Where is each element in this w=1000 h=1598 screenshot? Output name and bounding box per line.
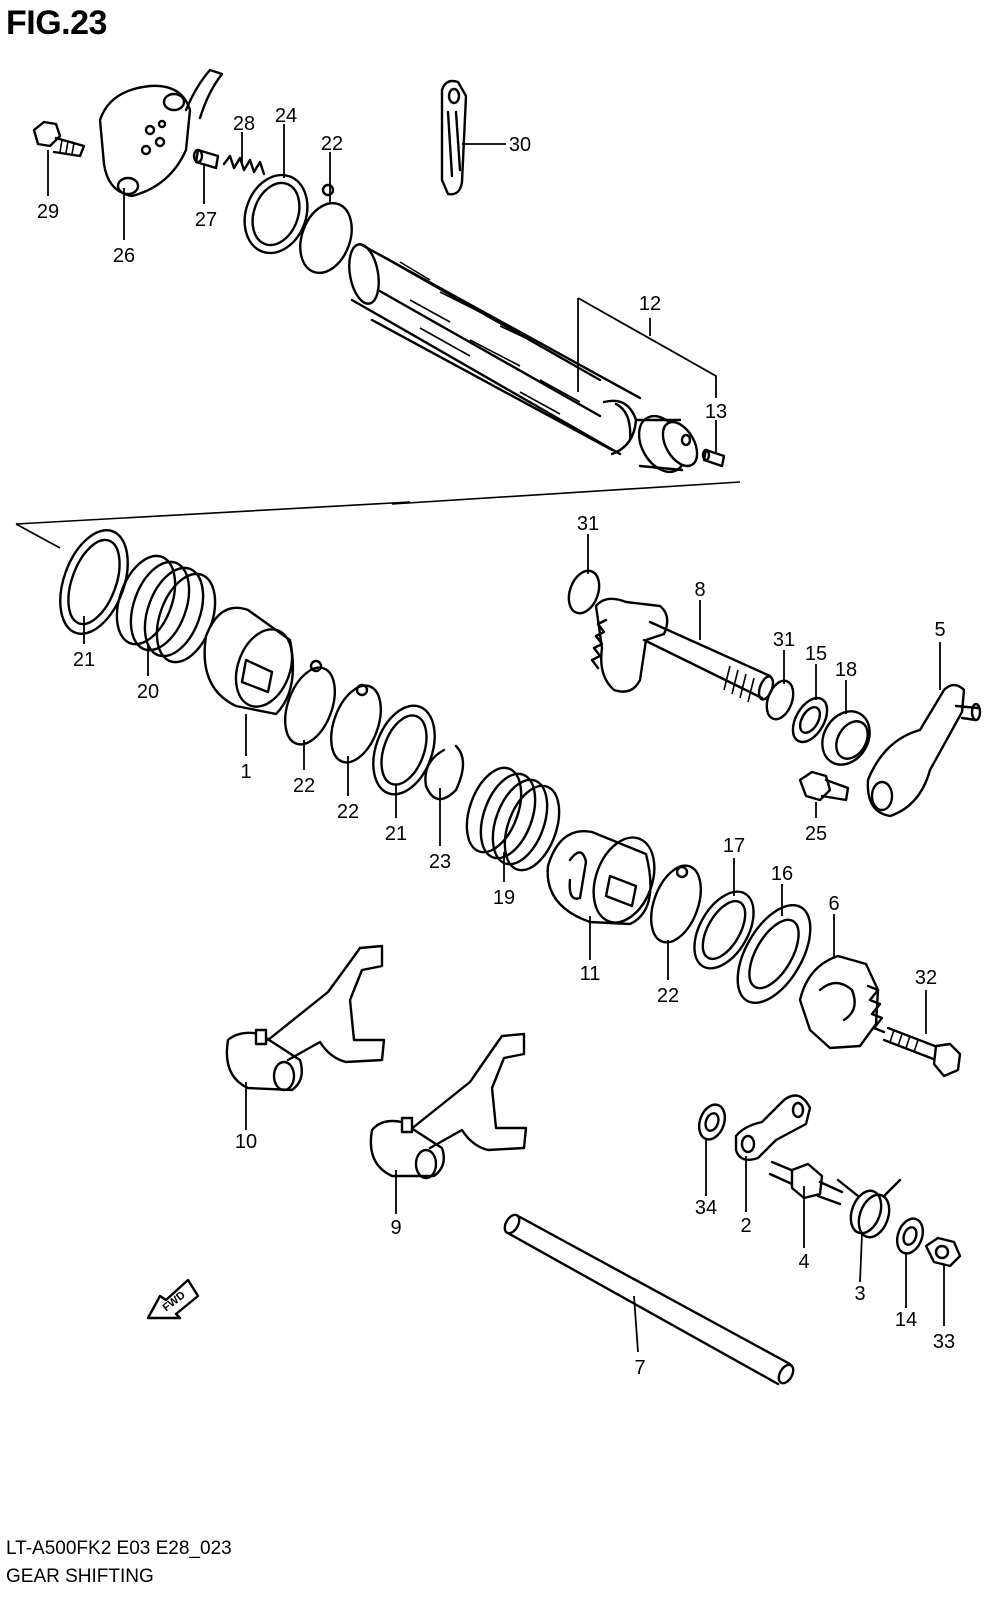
- callout-21-right: 21: [385, 823, 407, 845]
- stopper-bolt-4-drawing: [768, 1160, 844, 1206]
- explode-divider-lines: [15, 481, 741, 549]
- bolt-25-drawing: [798, 770, 850, 802]
- callout-13: 13: [705, 401, 727, 423]
- oil-seal-18-drawing: [821, 710, 871, 766]
- callout-16: 16: [771, 863, 793, 885]
- callout-20: 20: [137, 681, 159, 703]
- circlip-22-a-drawing: [284, 659, 336, 746]
- callout-2: 2: [740, 1215, 751, 1237]
- callout-30: 30: [509, 134, 531, 156]
- callout-27: 27: [195, 209, 217, 231]
- nut-33-drawing: [924, 1236, 962, 1268]
- return-spring-3-drawing: [836, 1178, 902, 1239]
- washer-24-drawing: [243, 173, 309, 255]
- callout-5: 5: [934, 619, 945, 641]
- spring-20-drawing: [115, 554, 217, 664]
- stopper-plate-30-drawing: [440, 79, 468, 196]
- callout-10: 10: [235, 1131, 257, 1153]
- callout-14: 14: [895, 1309, 917, 1331]
- callout-25: 25: [805, 823, 827, 845]
- callout-28: 28: [233, 113, 255, 135]
- figure-caption: GEAR SHIFTING: [6, 1566, 154, 1587]
- callout-22-top: 22: [321, 133, 343, 155]
- washer-34-drawing: [697, 1103, 727, 1141]
- figure-code: LT-A500FK2 E03 E28_023: [6, 1538, 232, 1559]
- callout-31-top: 31: [577, 513, 599, 535]
- callout-1: 1: [240, 761, 251, 783]
- callout-31-lower: 31: [773, 629, 795, 651]
- callout-23: 23: [429, 851, 451, 873]
- callout-34: 34: [695, 1197, 717, 1219]
- callout-24: 24: [275, 105, 297, 127]
- circlip-31-top-drawing: [567, 569, 601, 615]
- callout-4: 4: [798, 1251, 809, 1273]
- gearshift-shaft-8-drawing: [590, 597, 775, 703]
- washer-16-drawing: [736, 903, 812, 1005]
- pin-13-drawing: [701, 448, 726, 468]
- fork-shaft-7-drawing: [503, 1213, 795, 1386]
- leader-lines: [47, 124, 945, 1353]
- fwd-direction-arrow: FWD: [146, 1278, 200, 1320]
- callout-labels: 29 26 28 27 24 22 30 12 13 21 20 1 22 22…: [37, 105, 955, 1379]
- callout-7: 7: [634, 1357, 645, 1379]
- shift-lever-5-drawing: [866, 683, 982, 818]
- callout-11: 11: [580, 963, 601, 985]
- circlip-31-lower-drawing: [765, 679, 795, 721]
- circlip-22-top-drawing: [299, 183, 353, 275]
- stopper-arm-2-drawing: [734, 1094, 812, 1161]
- callout-18: 18: [835, 659, 857, 681]
- callout-22-c: 22: [657, 985, 679, 1007]
- washer-15-drawing: [791, 696, 829, 744]
- spring-19-drawing: [465, 766, 561, 872]
- callout-9: 9: [390, 1217, 401, 1239]
- bolt-32-drawing: [882, 1026, 962, 1078]
- shift-fork-9-drawing: [369, 1032, 528, 1180]
- contact-pin-27-drawing: [192, 148, 220, 170]
- washer-17-drawing: [693, 890, 755, 970]
- callout-8: 8: [694, 579, 705, 601]
- circlip-22-b-drawing: [330, 683, 382, 764]
- callout-19: 19: [493, 887, 515, 909]
- gear-position-sensor-26-drawing: [98, 68, 224, 198]
- callout-22-b: 22: [337, 801, 359, 823]
- callout-26: 26: [113, 245, 135, 267]
- clip-23-drawing: [424, 744, 465, 801]
- callout-33: 33: [933, 1331, 955, 1353]
- callout-29: 29: [37, 201, 59, 223]
- callout-21-left: 21: [73, 649, 95, 671]
- cam-gear-6-drawing: [798, 954, 886, 1050]
- callout-3: 3: [854, 1283, 865, 1305]
- figure-title: FIG.23: [6, 4, 107, 42]
- circlip-22-c-drawing: [650, 864, 702, 944]
- callout-6: 6: [828, 893, 839, 915]
- sleeve-11-drawing: [546, 830, 656, 926]
- callout-17: 17: [723, 835, 745, 857]
- callout-32: 32: [915, 967, 937, 989]
- gearshift-cam-drum-12-drawing: [348, 242, 699, 474]
- callout-12: 12: [639, 293, 661, 315]
- washer-14-drawing: [895, 1217, 925, 1255]
- spring-28-drawing: [222, 154, 266, 176]
- washer-21-right-drawing: [372, 704, 436, 796]
- sleeve-1-drawing: [203, 606, 295, 716]
- bolt-29-drawing: [32, 120, 86, 158]
- shift-fork-10-drawing: [225, 944, 386, 1092]
- callout-15: 15: [805, 643, 827, 665]
- callout-22-a: 22: [293, 775, 315, 797]
